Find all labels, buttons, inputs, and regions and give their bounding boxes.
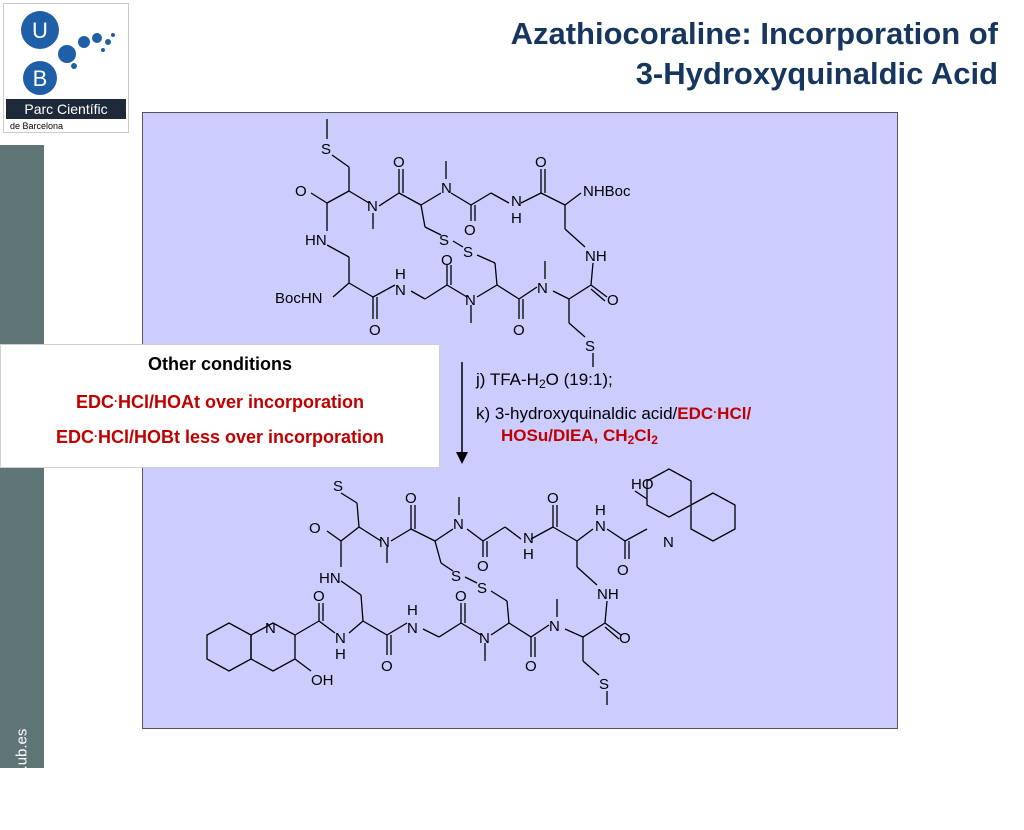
- reagent-j-text-2: O (19:1);: [545, 370, 613, 389]
- bottom-n-7: N: [479, 630, 490, 647]
- reagent-k2-text-1: HOSu/DIEA, CH: [501, 426, 628, 445]
- other-conditions-box: Other conditions EDC·HCl/HOAt over incor…: [0, 344, 440, 468]
- top-hn: HN: [305, 232, 327, 249]
- top-n-5: N: [465, 292, 476, 309]
- bottom-h-1: H: [523, 546, 534, 563]
- top-molecule-labels: S O O N N O N H O NHBoc HN S S NH H N O …: [275, 141, 631, 355]
- bottom-o-4: O: [547, 490, 559, 507]
- condition-hobt-edc: EDC: [55, 427, 94, 447]
- reagent-j-text-1: j) TFA-H: [476, 370, 539, 389]
- bottom-o-6: O: [313, 588, 325, 605]
- top-n-3: N: [511, 193, 522, 210]
- top-o-8: O: [513, 322, 525, 339]
- logo-sub: de Barcelona: [10, 121, 63, 131]
- sidebar-url-container: www.pcb.ub.es: [0, 598, 44, 830]
- slide-title-line-2: 3-Hydroxyquinaldic Acid: [635, 56, 998, 91]
- bottom-hn: HN: [319, 570, 341, 587]
- bottom-nh: NH: [597, 586, 619, 603]
- top-s-2: S: [439, 232, 449, 249]
- top-n-6: N: [537, 280, 548, 297]
- top-nh: NH: [585, 248, 607, 265]
- bottom-n-4: N: [595, 518, 606, 535]
- top-bochn: BocHN: [275, 290, 323, 307]
- slide-title-line-1: Azathiocoraline: Incorporation of: [510, 16, 998, 51]
- bottom-h-4: H: [335, 646, 346, 663]
- top-molecule: [310, 119, 608, 367]
- logo-name: Parc Científic: [24, 101, 107, 117]
- logo-letter-b: B: [33, 66, 48, 91]
- reagent-line-k: k) 3-hydroxyquinaldic acid/EDC·HCl/: [476, 404, 751, 424]
- reagent-k-text-1: k) 3-hydroxyquinaldic acid/: [476, 404, 678, 423]
- bottom-n-1: N: [379, 534, 390, 551]
- top-o-3: O: [464, 222, 476, 239]
- top-s-3: S: [463, 244, 473, 261]
- reagent-line-k2: HOSu/DIEA, CH2Cl2: [476, 426, 751, 447]
- reagent-k2-sub-2: 2: [651, 433, 658, 447]
- bottom-n-quin-1: N: [663, 534, 674, 551]
- reagents: j) TFA-H2O (19:1); k) 3-hydroxyquinaldic…: [476, 370, 751, 460]
- top-n-4: N: [395, 282, 406, 299]
- sidebar-url: www.pcb.ub.es: [13, 728, 31, 830]
- condition-hobt-text: HCl/HOBt less over incorporation: [97, 427, 385, 447]
- reagent-k2-text-2: Cl: [634, 426, 652, 445]
- bottom-oh: OH: [311, 672, 334, 689]
- bottom-molecule: [206, 468, 736, 705]
- top-n-2: N: [441, 180, 452, 197]
- condition-hobt-dot: ·: [93, 429, 98, 443]
- reaction-scheme: S O O N N O N H O NHBoc HN S S NH H N O …: [206, 119, 736, 705]
- top-n-1: N: [367, 198, 378, 215]
- condition-hoat-edc: EDC: [75, 392, 114, 412]
- bottom-o-8: O: [619, 630, 631, 647]
- reagent-k-hcl: HCl/: [717, 404, 752, 423]
- condition-hobt: EDC·HCl/HOBt less over incorporation: [1, 427, 439, 448]
- top-o-7: O: [369, 322, 381, 339]
- top-nhboc: NHBoc: [583, 183, 631, 200]
- reagent-k-edc: EDC: [677, 404, 714, 423]
- bottom-s-3: S: [477, 580, 487, 597]
- pcb-logo: U B Parc Científic de Barcelona: [3, 3, 129, 133]
- slide-title: Azathiocoraline: Incorporation of 3-Hydr…: [278, 14, 998, 94]
- bottom-molecule-labels: S O O N N O N H O H N O HO N HN S S NH O…: [265, 476, 674, 693]
- bottom-h-3: H: [407, 602, 418, 619]
- top-o-6: O: [607, 292, 619, 309]
- top-o-4: O: [535, 154, 547, 171]
- reagent-j-sub: 2: [538, 377, 546, 391]
- bottom-o-1: O: [405, 490, 417, 507]
- other-conditions-heading: Other conditions: [148, 354, 292, 374]
- top-h-1: H: [511, 210, 522, 227]
- top-s-1: S: [321, 141, 331, 158]
- top-s-4: S: [585, 338, 595, 355]
- top-o-2: O: [295, 183, 307, 200]
- top-o-1: O: [393, 154, 405, 171]
- bottom-n-5: N: [407, 620, 418, 637]
- top-o-5: O: [441, 252, 453, 269]
- bottom-s-2: S: [451, 568, 461, 585]
- bottom-n-6: N: [335, 630, 346, 647]
- logo-letter-u: U: [32, 18, 48, 43]
- bottom-s-4: S: [599, 676, 609, 693]
- condition-hoat-text: HCl/HOAt over incorporation: [118, 392, 365, 412]
- condition-hoat: EDC·HCl/HOAt over incorporation: [1, 392, 439, 413]
- bottom-n-2: N: [453, 516, 464, 533]
- reaction-arrow-icon: [456, 362, 468, 464]
- bottom-o-7: O: [455, 588, 467, 605]
- reagent-line-j: j) TFA-H2O (19:1);: [476, 370, 751, 391]
- bottom-n-3: N: [523, 530, 534, 547]
- bottom-ho: HO: [631, 476, 654, 493]
- bottom-o-9: O: [381, 658, 393, 675]
- bottom-o-2: O: [309, 520, 321, 537]
- bottom-s-1: S: [333, 478, 343, 495]
- bottom-o-3: O: [477, 558, 489, 575]
- bottom-n-quin-2: N: [265, 620, 276, 637]
- bottom-o-10: O: [525, 658, 537, 675]
- reagent-k-dot: ·: [713, 405, 718, 419]
- top-h-2: H: [395, 266, 406, 283]
- reagent-k2-sub-1: 2: [627, 433, 635, 447]
- pcb-logo-graphic: U B Parc Científic de Barcelona: [6, 11, 126, 131]
- bottom-n-8: N: [549, 618, 560, 635]
- bottom-h-2: H: [595, 502, 606, 519]
- bottom-o-5: O: [617, 562, 629, 579]
- condition-hoat-dot: ·: [114, 394, 118, 408]
